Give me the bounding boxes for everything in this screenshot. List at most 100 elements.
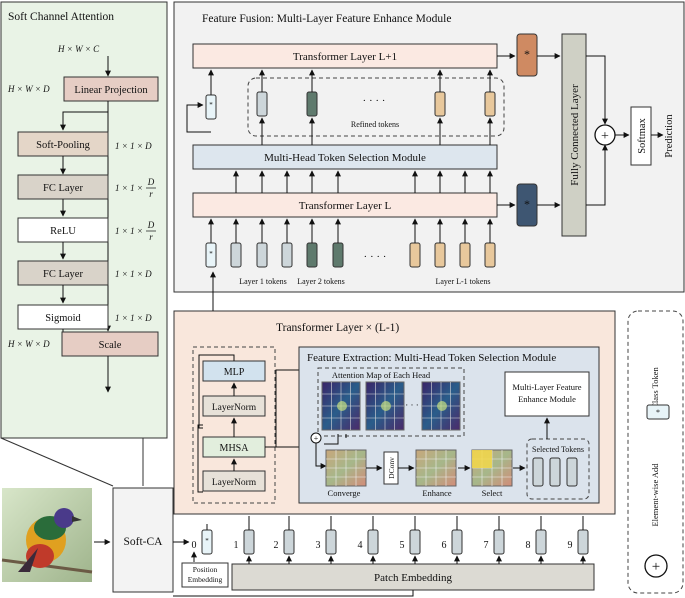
fusion-panel: Feature Fusion: Multi-Layer Feature Enha… xyxy=(173,1,685,293)
selected-tokens-group xyxy=(526,438,590,500)
patch-number: 7 xyxy=(484,540,489,551)
mlfe-line1: Multi-Layer Feature xyxy=(512,382,581,392)
layer-token xyxy=(484,242,496,268)
fc2-label: FC Layer xyxy=(43,269,83,280)
patch-token xyxy=(325,529,337,555)
layer1-label: Layer 1 tokens xyxy=(239,277,287,286)
fc1-label: FC Layer xyxy=(43,183,83,194)
fe-images xyxy=(325,449,513,487)
patch-embedding-box xyxy=(231,563,595,591)
bird-beak xyxy=(72,516,82,522)
enhance-label: Enhance xyxy=(422,488,451,498)
patch-number: 2 xyxy=(274,540,279,551)
converge-label: Converge xyxy=(328,488,361,498)
selected-label: Selected Tokens xyxy=(532,445,584,454)
patch-token xyxy=(535,529,547,555)
relu-dim-den: r xyxy=(149,232,153,242)
patch-token xyxy=(451,529,463,555)
selected-token xyxy=(566,457,578,487)
position-line1: Position xyxy=(193,565,218,574)
selected-token xyxy=(532,457,544,487)
add-to-converge xyxy=(315,443,327,469)
relu-dim-num: D xyxy=(147,220,155,230)
fc1-dim-den: r xyxy=(149,189,153,199)
patch-number: 6 xyxy=(442,540,447,551)
transformer-l-label: Transformer Layer L xyxy=(299,200,392,212)
legend-add-plus: + xyxy=(652,559,660,575)
layerL1-label: Layer L-1 tokens xyxy=(435,277,490,286)
mhts-label: Multi-Head Token Selection Module xyxy=(264,152,426,164)
fc2-dim: 1 × 1 × D xyxy=(115,269,152,279)
soft-pooling-box xyxy=(17,131,109,157)
input-dim-label: H × W × C xyxy=(57,44,100,54)
attention-hotspot xyxy=(437,401,447,411)
patch-token xyxy=(409,529,421,555)
relu-dim-prefix: 1 × 1 × xyxy=(115,226,143,236)
layernorm-top-label: LayerNorm xyxy=(212,403,257,413)
select-highlight xyxy=(472,450,492,468)
sigmoid-label: Sigmoid xyxy=(45,313,81,324)
attention-dots: · · · xyxy=(405,400,419,410)
attention-hotspot xyxy=(381,401,391,411)
mlfe-box xyxy=(504,371,590,417)
mhsa-label: MHSA xyxy=(220,443,250,454)
layer-token xyxy=(459,242,471,268)
fe-add-plus: + xyxy=(314,434,319,443)
soft-ca-box xyxy=(112,487,174,593)
navy-class-token-mark: * xyxy=(524,197,530,211)
scale-box xyxy=(61,331,159,357)
fc1-dim-prefix: 1 × 1 × xyxy=(115,183,143,193)
fc2-box xyxy=(17,260,109,286)
transformer-panel: Transformer Layer × (L-1) MLP LayerNorm … xyxy=(173,271,616,515)
fusion-arrows xyxy=(208,117,493,243)
relu-box xyxy=(17,217,109,243)
layer-token xyxy=(306,242,318,268)
transformer-l1-box xyxy=(192,43,498,69)
refined-tokens xyxy=(256,69,496,117)
soft-pooling-label: Soft-Pooling xyxy=(36,140,90,151)
ellipsis-top: · · · · xyxy=(363,95,386,107)
fc-vertical-label: Fully Connected Layer xyxy=(569,84,581,186)
fc-vertical-box xyxy=(561,33,587,237)
attention-maps xyxy=(321,381,461,431)
selected-tokens xyxy=(532,457,578,487)
patch-token xyxy=(367,529,379,555)
dconv-label: DConv xyxy=(387,457,396,479)
layernorm-bottom-label: LayerNorm xyxy=(212,478,257,488)
patch-token xyxy=(577,529,589,555)
class-token-top-mark: * xyxy=(209,101,213,109)
refined-token xyxy=(306,91,318,117)
fe-title: Feature Extraction: Multi-Head Token Sel… xyxy=(307,352,556,364)
legend-box xyxy=(627,310,684,594)
arrow-linear-pool xyxy=(60,111,108,131)
layer-token xyxy=(256,242,268,268)
soft-ca-panel: Soft Channel Attention H × W × C H × W ×… xyxy=(0,1,168,439)
position-line2: Embedding xyxy=(188,575,223,584)
bottom-tokens xyxy=(230,218,496,268)
pool-dim: 1 × 1 × D xyxy=(115,141,152,151)
layer-token xyxy=(281,242,293,268)
attention-label: Attention Map of Each Head xyxy=(332,370,431,380)
sigmoid-box xyxy=(17,304,109,330)
attn-to-add xyxy=(324,434,339,445)
patch-number: 4 xyxy=(358,540,363,551)
layer-token xyxy=(230,242,242,268)
patch-token xyxy=(243,529,255,555)
patch-token xyxy=(493,529,505,555)
refined-label: Refined tokens xyxy=(351,120,399,129)
sigmoid-dim: 1 × 1 × D xyxy=(115,313,152,323)
transformer-l-box xyxy=(192,192,498,218)
fc1-box xyxy=(17,174,109,200)
refined-tokens-group xyxy=(247,77,505,137)
softmax-label: Softmax xyxy=(637,117,648,153)
arrow-class-loop xyxy=(186,102,211,133)
mlfe-line2: Enhance Module xyxy=(518,394,576,404)
legend: Class Token * Element-wise Add + xyxy=(627,310,684,594)
arrow-fc-add-bottom xyxy=(586,144,608,206)
layer-token xyxy=(332,242,344,268)
arrow-fc-add-top xyxy=(586,55,608,125)
patch-token xyxy=(283,529,295,555)
scale-label: Scale xyxy=(99,340,122,351)
bird-image xyxy=(1,488,93,582)
